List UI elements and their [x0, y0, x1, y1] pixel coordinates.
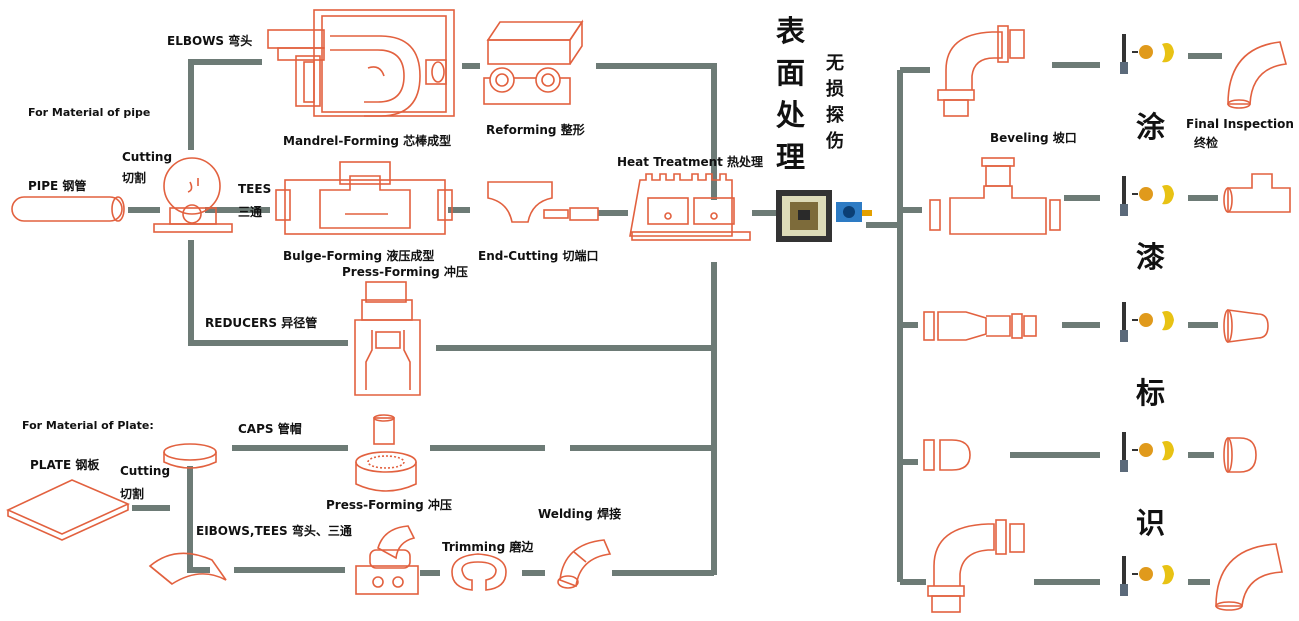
beveling-cap	[923, 439, 971, 471]
elbow-segment-plate-drawing	[148, 552, 227, 585]
beveling-tee	[929, 157, 1061, 235]
label-elbows: ELBOWS 弯头	[167, 34, 253, 48]
connector-reducers-branch	[188, 240, 348, 346]
label-surface-4: 理	[776, 140, 806, 174]
label-press-forming-2: Press-Forming 冲压	[326, 498, 452, 512]
label-material-plate: For Material of Plate:	[22, 419, 154, 432]
beveling-elbow-1	[937, 25, 1025, 117]
paint-station-3	[1120, 302, 1174, 342]
label-trimming: Trimming 磨边	[442, 540, 534, 554]
surface-treatment-machine	[776, 190, 872, 242]
press-forming-elbow-drawing	[355, 525, 419, 595]
label-caps: CAPS 管帽	[238, 422, 302, 436]
press-forming-reducer-drawing	[354, 281, 421, 396]
final-elbow-2	[1215, 543, 1283, 611]
label-cutting-pipe-cn: 切割	[122, 171, 147, 185]
label-pipe: PIPE 钢管	[28, 179, 87, 193]
final-cap	[1223, 437, 1257, 473]
label-end-cutting: End-Cutting 切端口	[478, 249, 599, 263]
label-paint-4: 识	[1136, 506, 1166, 540]
label-welding: Welding 焊接	[538, 507, 622, 521]
bulge-forming-drawing	[275, 161, 453, 235]
label-mandrel-forming: Mandrel-Forming 芯棒成型	[283, 134, 452, 148]
paint-station-5	[1120, 556, 1174, 596]
connector-right-trunk	[866, 70, 903, 582]
label-beveling: Beveling 坡口	[990, 131, 1077, 145]
label-surface-2: 面	[776, 56, 806, 90]
welding-drawing	[557, 539, 612, 589]
label-surface-1: 表	[776, 14, 806, 48]
caps-press-drawing	[355, 414, 417, 492]
caps-disc-drawing	[163, 443, 217, 469]
label-final-inspection-cn: 终检	[1194, 136, 1219, 150]
label-elbows-tees: EIBOWS,TEES 弯头、三通	[196, 524, 352, 538]
beveling-elbow-2	[927, 519, 1025, 613]
label-material-pipe: For Material of pipe	[28, 106, 151, 119]
label-paint-1: 涂	[1136, 110, 1166, 144]
connector-lines	[128, 53, 1222, 585]
label-tees-cn: 三通	[238, 205, 263, 219]
heat-treatment-drawing	[629, 173, 751, 241]
paint-stations	[1120, 34, 1174, 596]
label-tees-en: TEES	[238, 182, 272, 196]
beveling-reducer	[923, 311, 1037, 341]
reforming-drawing	[483, 19, 584, 105]
label-paint-2: 漆	[1136, 240, 1166, 274]
final-tee	[1223, 173, 1291, 213]
paint-station-2	[1120, 176, 1174, 216]
connector-reforming-heat	[596, 63, 717, 200]
label-paint-3: 标	[1136, 376, 1166, 410]
label-reducers: REDUCERS 异径管	[205, 316, 318, 330]
final-reducer	[1223, 309, 1269, 343]
label-ndt-2: 损	[826, 79, 844, 100]
mandrel-forming-drawing	[267, 9, 455, 117]
plate-drawing	[6, 479, 130, 541]
trimming-drawing	[451, 553, 507, 591]
label-cutting-pipe: Cutting	[122, 150, 173, 164]
label-surface-3: 处	[776, 98, 806, 132]
end-cutting-drawing	[487, 181, 599, 223]
label-ndt-1: 无	[826, 53, 844, 74]
label-reforming: Reforming 整形	[486, 123, 585, 137]
paint-station-4	[1120, 432, 1174, 472]
cutting-machine-drawing	[153, 157, 233, 233]
label-ndt-4: 伤	[826, 131, 844, 152]
paint-station-1	[1120, 34, 1174, 74]
label-press-forming-1: Press-Forming 冲压	[342, 265, 468, 279]
pipe-drawing	[11, 196, 125, 222]
connector-pipe-branch-trunk	[188, 59, 262, 150]
label-cutting-plate-cn: 切割	[120, 487, 145, 501]
label-ndt-3: 探	[826, 105, 844, 126]
label-heat-treatment: Heat Treatment 热处理	[617, 155, 764, 169]
label-cutting-plate: Cutting	[120, 464, 171, 478]
connector-plate-trunk	[187, 466, 210, 573]
label-plate: PLATE 钢板	[30, 458, 100, 472]
label-final-inspection: Final Inspection	[1186, 117, 1294, 131]
final-elbow-1	[1227, 41, 1288, 109]
label-bulge-forming: Bulge-Forming 液压成型	[283, 249, 435, 263]
